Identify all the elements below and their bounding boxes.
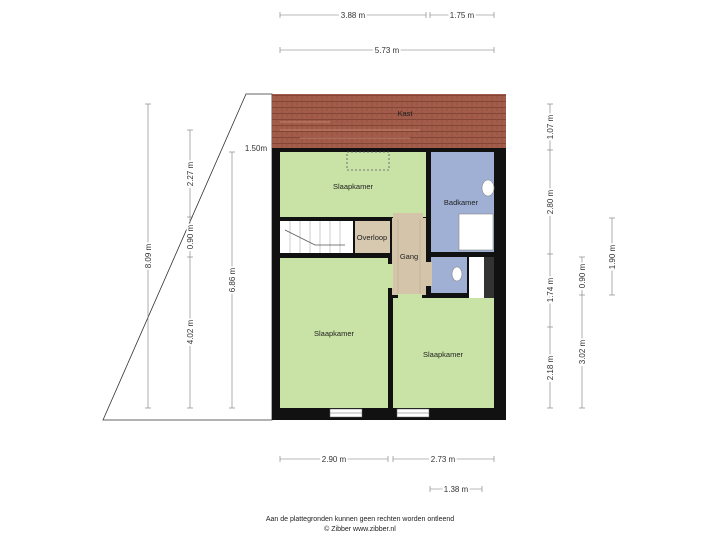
room-label-badkamer: Badkamer bbox=[444, 198, 479, 207]
door-opening bbox=[398, 294, 422, 299]
dim-right-d: 2.18 m bbox=[546, 355, 555, 380]
room-overloop bbox=[355, 221, 390, 253]
room-slaapkamer-left bbox=[280, 258, 388, 408]
room-label-slaapkamer-left: Slaapkamer bbox=[314, 329, 355, 338]
dim-right-b: 2.80 m bbox=[546, 189, 555, 214]
stairs bbox=[280, 221, 353, 253]
room-label-slaapkamer-top: Slaapkamer bbox=[333, 182, 374, 191]
dim-bottom-a: 2.90 m bbox=[322, 455, 347, 464]
dim-right-c: 1.74 m bbox=[546, 277, 555, 302]
dim-left-total: 8.09 m bbox=[144, 243, 153, 268]
room-label-gang: Gang bbox=[400, 252, 418, 261]
dim-bottom-b: 2.73 m bbox=[431, 455, 456, 464]
dim-left-b: 0.90 m bbox=[186, 224, 195, 249]
room-label-kast: Kast bbox=[397, 109, 413, 118]
dim-bottom-c: 1.38 m bbox=[444, 485, 469, 494]
footer-copyright: © Zibber www.zibber.nl bbox=[324, 526, 396, 533]
room-label-slaapkamer-right: Slaapkamer bbox=[423, 350, 464, 359]
skylight bbox=[346, 151, 390, 171]
shower-tray bbox=[458, 213, 494, 251]
door-opening bbox=[426, 262, 432, 286]
dim-right-e: 0.90 m bbox=[578, 263, 587, 288]
dim-right-f: 3.02 m bbox=[578, 339, 587, 364]
room-gang bbox=[392, 218, 426, 295]
dim-right-a: 1.07 m bbox=[546, 114, 555, 139]
dim-top-a: 3.88 m bbox=[341, 11, 366, 20]
toilet bbox=[451, 266, 463, 282]
room-slaapkamer-right bbox=[393, 298, 494, 408]
dim-left-c: 4.02 m bbox=[186, 319, 195, 344]
dim-top-total: 5.73 m bbox=[375, 46, 400, 55]
dim-left-inner: 6.86 m bbox=[228, 267, 237, 292]
footer-disclaimer: Aan de plattegronden kunnen geen rechten… bbox=[265, 516, 455, 523]
sink bbox=[481, 179, 495, 197]
shaft-wall bbox=[484, 257, 494, 327]
room-slaapkamer-top bbox=[280, 152, 426, 217]
door-opening bbox=[387, 264, 393, 288]
dim-eave-height: 1.50m bbox=[245, 144, 268, 153]
dim-left-a: 2.27 m bbox=[186, 161, 195, 186]
dim-right-g: 1.90 m bbox=[608, 244, 617, 269]
room-label-overloop: Overloop bbox=[357, 233, 387, 242]
dim-top-b: 1.75 m bbox=[450, 11, 475, 20]
door-opening bbox=[393, 213, 423, 219]
